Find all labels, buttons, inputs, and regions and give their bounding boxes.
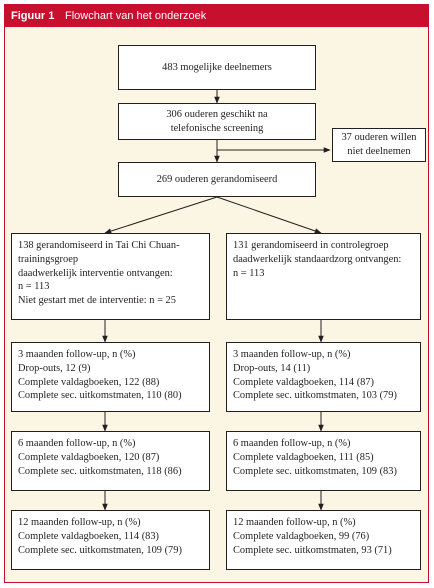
control-3m-line-1: 3 maanden follow-up, n (%) (233, 349, 351, 360)
tai-chi-12m-line-1: 12 maanden follow-up, n (%) (18, 517, 141, 528)
control-line-1: 131 gerandomiseerd in controlegroep (233, 240, 389, 251)
declined-line-1: 37 ouderen willen (341, 132, 417, 144)
tai-chi-3m-line-1: 3 maanden follow-up, n (%) (18, 349, 136, 360)
box-control-6-months: 6 maanden follow-up, n (%) Complete vald… (226, 431, 421, 491)
declined-line-2: niet deelnemen (347, 146, 411, 157)
tai-chi-6m-line-1: 6 maanden follow-up, n (%) (18, 438, 136, 449)
tai-chi-line-2: trainingsgroep (18, 253, 79, 265)
potential-text: 483 mogelijke deelnemers (162, 61, 272, 73)
box-tai-chi-group: 138 gerandomiseerd in Tai Chi Chuan- tra… (11, 233, 210, 320)
control-3m-line-3: Complete valdagboeken, 114 (87) (233, 376, 375, 388)
control-6m-line-1: 6 maanden follow-up, n (%) (233, 438, 351, 449)
box-control-3-months: 3 maanden follow-up, n (%) Drop-outs, 14… (226, 342, 421, 412)
box-control-group: 131 gerandomiseerd in controlegroep daad… (226, 233, 421, 320)
control-3m-line-4: Complete sec. uitkomstmaten, 103 (79) (233, 390, 397, 402)
control-line-2: daadwerkelijk standaardzorg ontvangen: (233, 253, 402, 265)
figure-title: Flowchart van het onderzoek (65, 10, 207, 22)
tai-chi-6m-line-2: Complete valdagboeken, 120 (87) (18, 451, 160, 463)
control-12m-line-2: Complete valdagboeken, 99 (76) (233, 530, 370, 542)
tai-chi-line-5: Niet gestart met de interventie: n = 25 (18, 295, 176, 307)
eligible-line-1: 306 ouderen geschikt na (166, 108, 268, 120)
box-randomized: 269 ouderen gerandomiseerd (118, 162, 316, 197)
figure-label: Figuur 1 (11, 10, 55, 22)
control-12m-line-3: Complete sec. uitkomstmaten, 93 (71) (233, 544, 392, 556)
box-tai-chi-6-months: 6 maanden follow-up, n (%) Complete vald… (11, 431, 210, 491)
control-6m-line-2: Complete valdagboeken, 111 (85) (233, 451, 374, 463)
eligible-line-2: telefonische screening (170, 122, 264, 134)
tai-chi-line-1: 138 gerandomiseerd in Tai Chi Chuan- (18, 240, 180, 251)
tai-chi-6m-line-3: Complete sec. uitkomstmaten, 118 (86) (18, 465, 182, 477)
tai-chi-3m-line-3: Complete valdagboeken, 122 (88) (18, 376, 160, 388)
control-6m-line-3: Complete sec. uitkomstmaten, 109 (83) (233, 465, 397, 477)
control-3m-line-2: Drop-outs, 14 (11) (233, 362, 311, 374)
box-potential-participants: 483 mogelijke deelnemers (118, 45, 316, 90)
control-line-3: n = 113 (233, 267, 265, 279)
box-declined: 37 ouderen willen niet deelnemen (332, 128, 426, 162)
tai-chi-12m-line-2: Complete valdagboeken, 114 (83) (18, 530, 160, 542)
randomized-text: 269 ouderen gerandomiseerd (156, 173, 278, 185)
box-eligible-after-screening: 306 ouderen geschikt na telefonische scr… (118, 103, 316, 140)
box-control-12-months: 12 maanden follow-up, n (%) Complete val… (226, 510, 421, 570)
tai-chi-line-3: daadwerkelijk interventie ontvangen: (18, 267, 173, 279)
box-tai-chi-3-months: 3 maanden follow-up, n (%) Drop-outs, 12… (11, 342, 210, 412)
tai-chi-3m-line-4: Complete sec. uitkomstmaten, 110 (80) (18, 390, 182, 402)
tai-chi-12m-line-3: Complete sec. uitkomstmaten, 109 (79) (18, 544, 182, 556)
figure-header: Figuur 1 Flowchart van het onderzoek (5, 5, 428, 27)
control-12m-line-1: 12 maanden follow-up, n (%) (233, 517, 356, 528)
tai-chi-3m-line-2: Drop-outs, 12 (9) (18, 362, 91, 374)
box-tai-chi-12-months: 12 maanden follow-up, n (%) Complete val… (11, 510, 210, 570)
tai-chi-line-4: n = 113 (18, 281, 50, 293)
